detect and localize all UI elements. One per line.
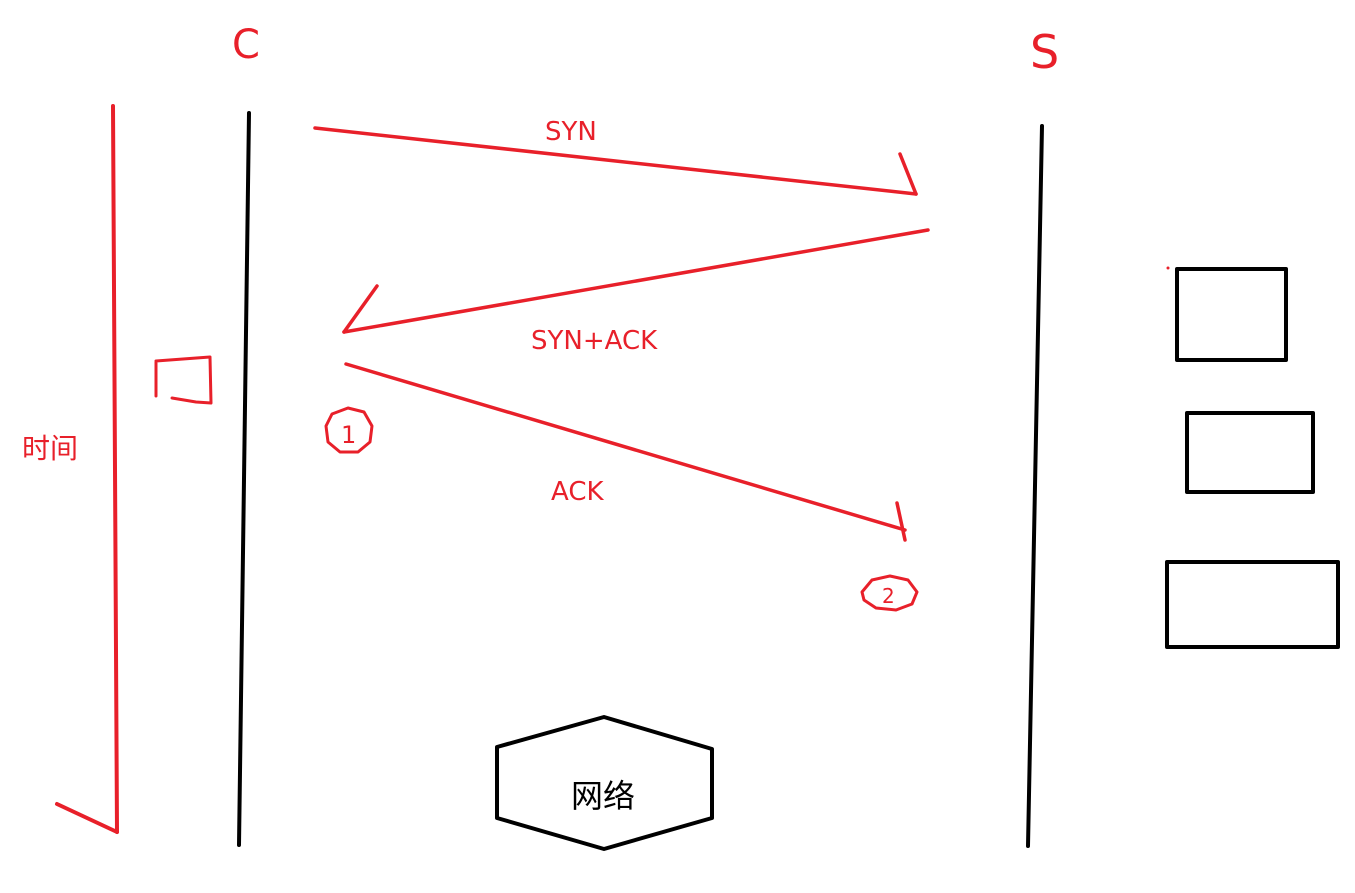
syn-label: SYN [545, 117, 597, 147]
network-hexagon [495, 715, 714, 851]
server-timeline [1026, 124, 1044, 848]
time-axis-label: 时间 [22, 432, 78, 465]
syn-ack-arrowhead [342, 284, 379, 334]
server-label: S [1030, 25, 1059, 79]
ack-label: ACK [551, 477, 604, 507]
ack-arrowhead [895, 501, 907, 542]
marker-2-label: 2 [882, 584, 895, 608]
marker-1-label: 1 [341, 421, 356, 449]
client-timeline [237, 111, 251, 847]
marker-2-circle [860, 574, 919, 612]
server-box-2 [1185, 411, 1315, 494]
server-box-1 [1175, 267, 1288, 362]
syn-ack-label: SYN+ACK [531, 326, 658, 356]
ack-arrow [344, 362, 907, 532]
syn-arrow [313, 126, 918, 196]
time-axis-line [111, 104, 119, 834]
server-box-3 [1165, 560, 1340, 649]
time-axis-arrowhead [55, 802, 119, 834]
client-buffer-mark [154, 355, 213, 405]
marker-1-circle [324, 406, 374, 454]
syn-arrowhead [898, 152, 918, 196]
stray-dot [1166, 266, 1170, 270]
syn-ack-arrow [342, 228, 930, 334]
client-label: C [232, 22, 260, 68]
network-label: 网络 [571, 777, 635, 815]
